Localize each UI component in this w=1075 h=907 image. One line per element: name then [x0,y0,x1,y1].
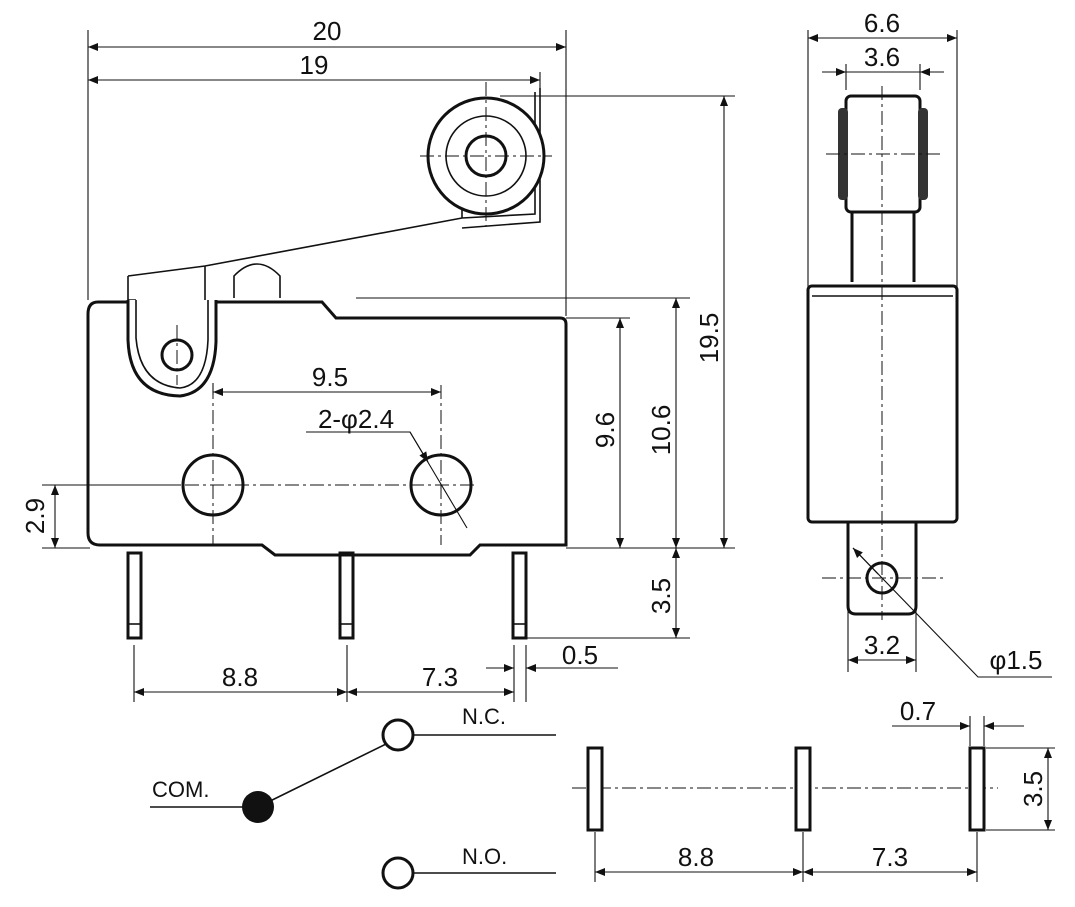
pad-3 [968,746,986,832]
dim-footprint-pin-length: 3.5 [1018,771,1048,807]
dim-mount-holes: 2-φ2.4 [318,404,394,434]
com-label: COM. [152,777,209,802]
pcb-footprint: 8.8 7.3 0.7 3.5 [572,696,1055,882]
terminal-pin-nc [338,551,355,640]
no-label: N.O. [462,844,507,869]
dim-pin-pitch-left: 8.8 [222,662,258,692]
com-contact [242,791,274,823]
dim-overall-length: 20 [313,16,342,46]
dim-footprint-pitch-right: 7.3 [872,842,908,872]
dim-terminal-hole: φ1.5 [989,645,1042,675]
no-contact [381,856,415,890]
lever-end [850,212,916,282]
pad-2 [794,746,812,832]
end-view: 6.6 3.6 3.2 φ1.5 [806,8,1052,678]
dim-body-to-hole: 9.6 [590,412,620,448]
dim-overall-width: 6.6 [864,8,900,38]
dim-footprint-pin-width: 0.7 [900,696,936,726]
dim-pin-length: 3.5 [646,578,676,614]
dim-footprint-pitch-left: 8.8 [678,842,714,872]
pivot-knob [233,263,281,298]
dim-pin-pitch-right: 7.3 [422,662,458,692]
dim-hole-offset: 2.9 [20,498,50,534]
dim-roller-width: 3.6 [864,42,900,72]
dim-hole-spacing: 9.5 [312,362,348,392]
dim-terminal-width: 3.2 [864,630,900,660]
terminal-pin-com [126,551,143,640]
pad-1 [586,746,604,832]
dim-body-height: 10.6 [646,405,676,456]
side-view: 20 19 19.5 9.6 10.6 3.5 9.5 2-φ2.4 2.9 8… [20,16,735,702]
switch-schematic: N.C. COM. N.O. [150,704,556,890]
dim-lever-length: 19 [300,50,329,80]
terminal-pin-no [511,551,528,640]
nc-contact [381,718,415,752]
dim-pin-thickness: 0.5 [562,640,598,670]
dim-total-height: 19.5 [694,313,724,364]
switch-body [86,300,568,557]
nc-label: N.C. [462,704,506,729]
